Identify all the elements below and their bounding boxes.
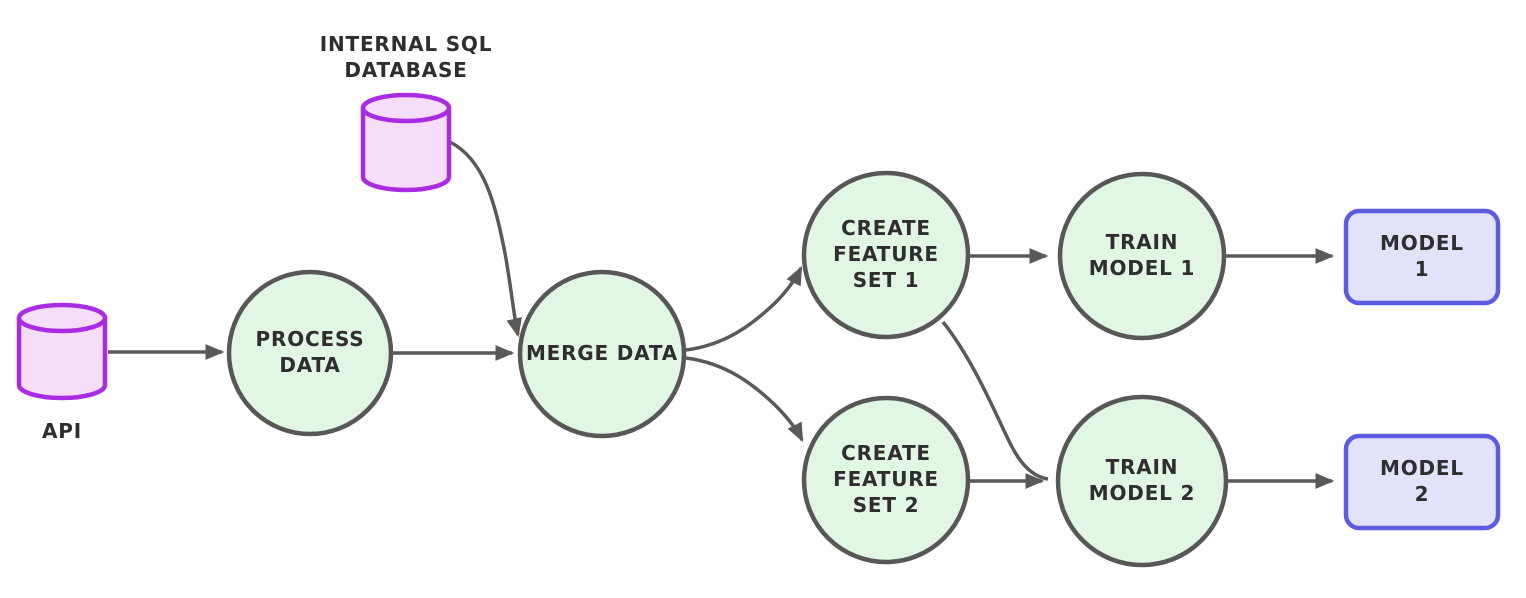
model-1-node[interactable] bbox=[1343, 208, 1501, 306]
train-model-1-node[interactable] bbox=[1057, 171, 1227, 341]
create-feature-set-1-node[interactable] bbox=[801, 170, 971, 340]
internal-sql-database-cylinder[interactable] bbox=[360, 92, 452, 193]
process-data-node[interactable] bbox=[226, 269, 394, 437]
merge-data-node[interactable] bbox=[517, 269, 687, 439]
arrow-internal-sql-database-to-merge-data bbox=[449, 140, 522, 338]
edges-group bbox=[108, 140, 1335, 489]
api-database-cylinder[interactable] bbox=[16, 302, 108, 401]
train-model-2-node[interactable] bbox=[1055, 394, 1229, 568]
api-cylinder-top bbox=[16, 302, 108, 334]
internal-sql-database-cylinder-top bbox=[360, 92, 452, 124]
arrow-merge-data-to-create-feature-set-2 bbox=[685, 356, 804, 443]
model-2-node[interactable] bbox=[1343, 433, 1501, 531]
arrow-create-feature-set-1-to-train-model-2 bbox=[941, 320, 1049, 481]
create-feature-set-2-node[interactable] bbox=[801, 395, 971, 565]
arrow-merge-data-to-create-feature-set-1 bbox=[685, 265, 803, 352]
